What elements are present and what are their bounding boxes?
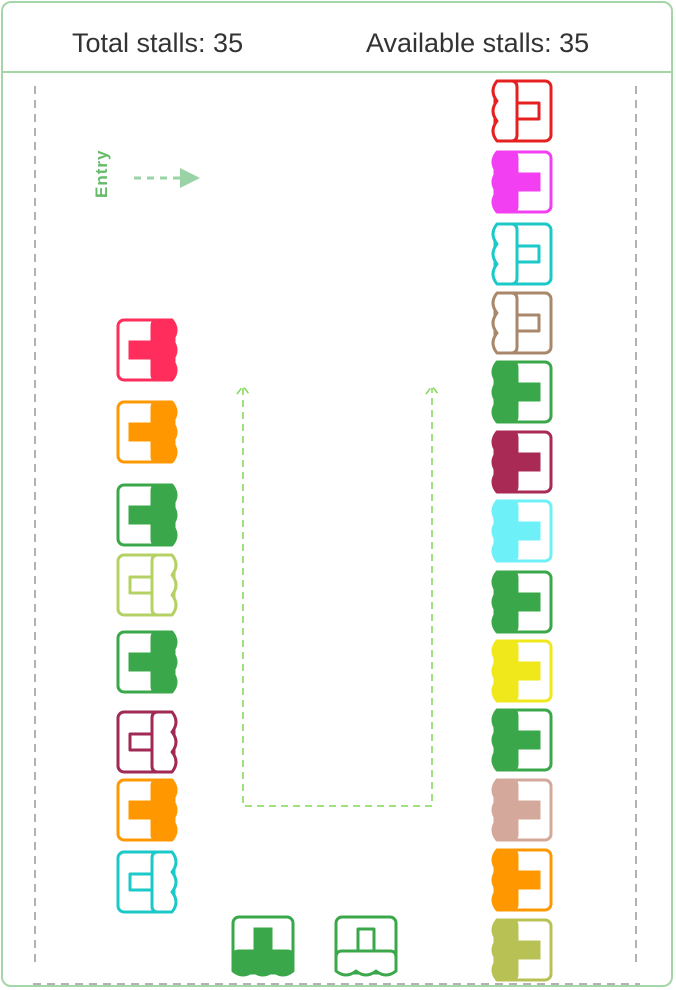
stall-right-1[interactable] [491,79,553,143]
entry-label: Entry [92,149,111,198]
stats-header: Total stalls: 35 Available stalls: 35 [2,2,672,73]
stall-left-6[interactable] [116,710,178,774]
stall-layer [116,79,553,982]
stall-right-10[interactable] [491,708,553,772]
stall-left-1[interactable] [116,318,178,382]
stall-right-3[interactable] [491,222,553,286]
stall-left-4[interactable] [116,553,178,617]
stall-left-3[interactable] [116,483,178,547]
stall-right-2[interactable] [491,150,553,214]
entry-arrow [134,168,200,188]
stall-bottom-2[interactable] [334,915,398,977]
walking-path [236,384,439,807]
stall-right-9[interactable] [491,639,553,703]
stall-left-2[interactable] [116,400,178,464]
stall-right-4[interactable] [491,291,553,355]
boundary-lines [33,86,640,985]
stall-left-7[interactable] [116,778,178,842]
stall-right-6[interactable] [491,430,553,494]
stall-right-12[interactable] [491,848,553,912]
stall-right-11[interactable] [491,778,553,842]
stall-left-5[interactable] [116,630,178,694]
stall-right-5[interactable] [491,360,553,424]
stall-right-8[interactable] [491,570,553,634]
total-stalls-label: Total stalls: 35 [72,28,244,58]
available-stalls-label: Available stalls: 35 [366,28,590,58]
stall-right-13[interactable] [491,918,553,982]
stall-left-8[interactable] [116,850,178,914]
stall-bottom-1[interactable] [231,915,295,977]
stall-right-7[interactable] [491,499,553,563]
